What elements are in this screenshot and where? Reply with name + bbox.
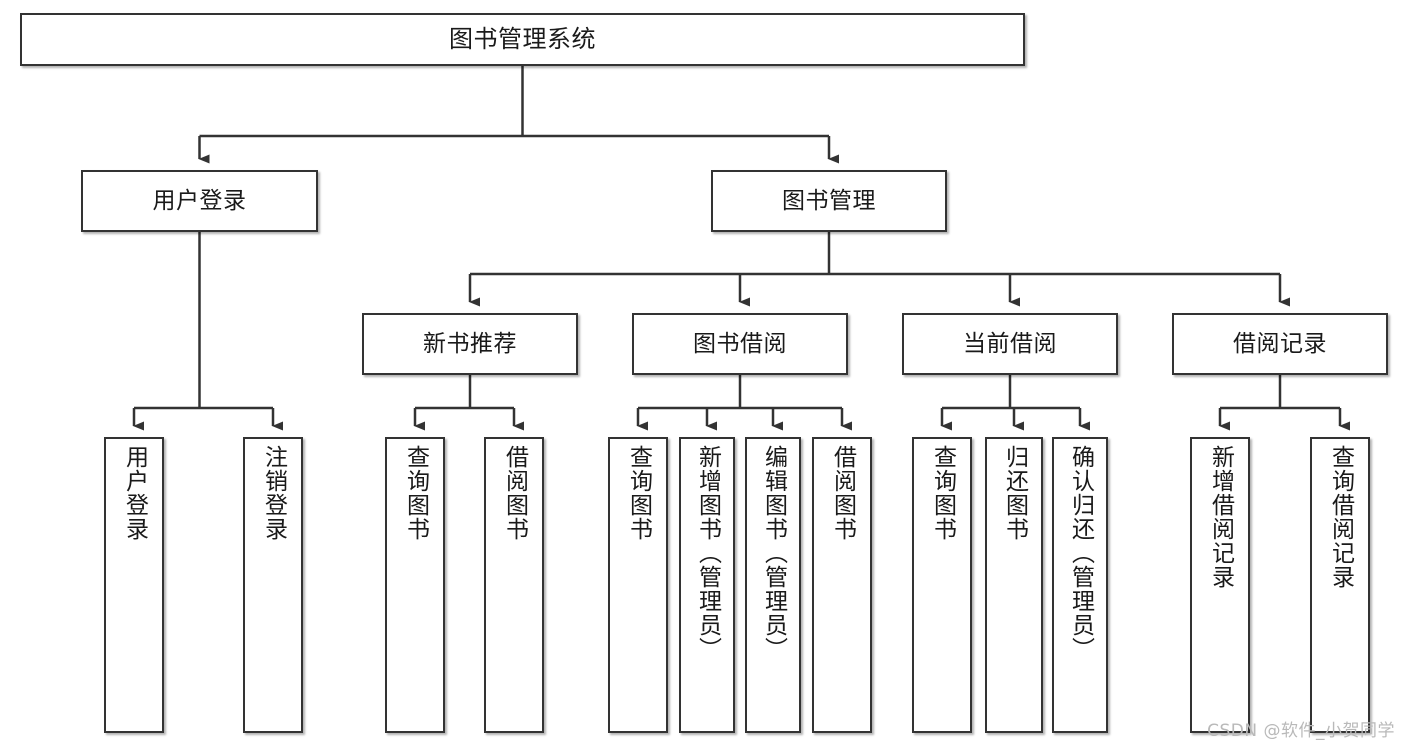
node-label: 当前借阅 [963, 330, 1057, 357]
node-label: 用户登录 [152, 187, 247, 214]
node-label: 编辑图书（管理员） [760, 445, 787, 661]
node-label: 归还图书 [1001, 445, 1028, 541]
node-label: 查询图书 [402, 445, 429, 541]
node-label: 查询图书 [625, 445, 652, 541]
node-label: 新增图书（管理员） [694, 445, 721, 661]
node-leaf-7[interactable]: 编辑图书（管理员） [745, 437, 801, 733]
node-label: 图书借阅 [693, 330, 787, 357]
node-label: 借阅图书 [501, 445, 528, 541]
node-leaf-11[interactable]: 确认归还（管理员） [1052, 437, 1108, 733]
node-label: 查询借阅记录 [1327, 445, 1354, 589]
node-current[interactable]: 当前借阅 [902, 313, 1118, 375]
node-label: 新增借阅记录 [1207, 445, 1234, 589]
node-label: 用户登录 [121, 445, 148, 541]
csdn-watermark: CSDN @软件_小贺同学 [1207, 721, 1395, 741]
node-newbook[interactable]: 新书推荐 [362, 313, 578, 375]
node-root[interactable]: 图书管理系统 [20, 13, 1025, 66]
node-label: 图书管理 [782, 187, 876, 214]
node-records[interactable]: 借阅记录 [1172, 313, 1388, 375]
node-label: 查询图书 [929, 445, 956, 541]
node-leaf-13[interactable]: 查询借阅记录 [1310, 437, 1370, 733]
node-leaf-5[interactable]: 查询图书 [608, 437, 668, 733]
node-leaf-8[interactable]: 借阅图书 [812, 437, 872, 733]
node-borrow[interactable]: 图书借阅 [632, 313, 848, 375]
node-leaf-10[interactable]: 归还图书 [985, 437, 1043, 733]
node-leaf-9[interactable]: 查询图书 [912, 437, 972, 733]
node-leaf-2[interactable]: 注销登录 [243, 437, 303, 733]
node-leaf-6[interactable]: 新增图书（管理员） [679, 437, 735, 733]
node-label: 借阅图书 [829, 445, 856, 541]
node-login[interactable]: 用户登录 [81, 170, 318, 232]
node-label: 注销登录 [260, 445, 287, 541]
node-leaf-3[interactable]: 查询图书 [385, 437, 445, 733]
node-label: 图书管理系统 [449, 24, 596, 53]
node-leaf-1[interactable]: 用户登录 [104, 437, 164, 733]
node-leaf-12[interactable]: 新增借阅记录 [1190, 437, 1250, 733]
node-leaf-4[interactable]: 借阅图书 [484, 437, 544, 733]
node-label: 新书推荐 [423, 330, 517, 357]
node-bookmgmt[interactable]: 图书管理 [711, 170, 947, 232]
node-label: 确认归还（管理员） [1067, 445, 1094, 661]
node-label: 借阅记录 [1233, 330, 1327, 357]
